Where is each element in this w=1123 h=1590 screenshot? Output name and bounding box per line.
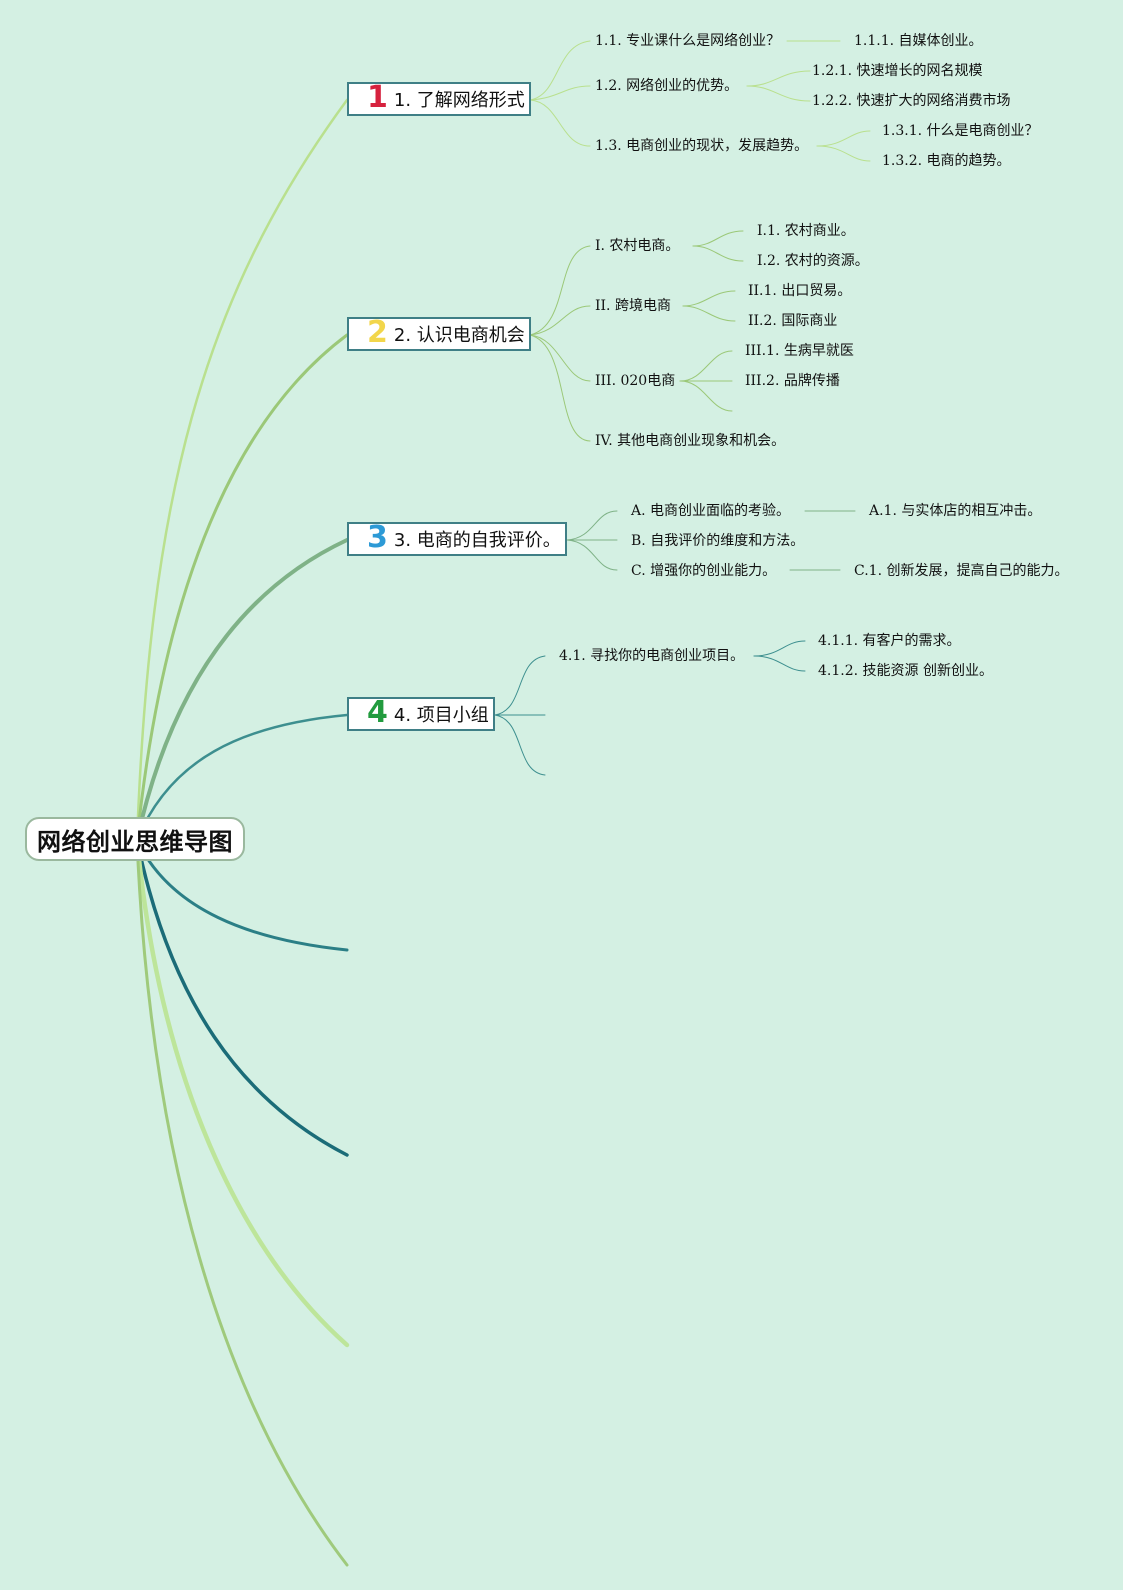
topic-3-links [566, 510, 856, 571]
topic-1-node[interactable]: 1 1. 了解网络形式 [347, 82, 531, 116]
node-1-1-1[interactable]: 1.1.1. 自媒体创业。 [854, 33, 983, 49]
topic-1-links [529, 40, 871, 162]
topic-4-label: 4. 项目小组 [393, 705, 489, 726]
number-4-icon: 4 [367, 695, 388, 730]
node-4-1-2[interactable]: 4.1.2. 技能资源 创新创业。 [818, 663, 993, 679]
node-2-3-1[interactable]: III.1. 生病早就医 [745, 343, 854, 359]
topic-2-label: 2. 认识电商机会 [393, 325, 525, 346]
node-1-1[interactable]: 1.1. 专业课什么是网络创业？ [595, 33, 781, 49]
node-4-1[interactable]: 4.1. 寻找你的电商创业项目。 [559, 648, 745, 664]
branch-line-8 [135, 838, 349, 1567]
topic-1-label: 1. 了解网络形式 [393, 90, 525, 111]
node-2-3-2[interactable]: III.2. 品牌传播 [745, 373, 840, 389]
node-2-1-1[interactable]: I.1. 农村商业。 [757, 223, 855, 239]
topic-3-node[interactable]: 3 3. 电商的自我评价。 [347, 522, 567, 556]
node-2-2[interactable]: II. 跨境电商 [595, 298, 671, 314]
node-1-3-2[interactable]: 1.3.2. 电商的趋势。 [882, 153, 1011, 169]
node-2-4[interactable]: IV. 其他电商创业现象和机会。 [595, 433, 786, 449]
branch-line-1 [135, 98, 349, 842]
node-2-1[interactable]: I. 农村电商。 [595, 238, 680, 254]
node-4-1-1[interactable]: 4.1.1. 有客户的需求。 [818, 633, 961, 649]
node-1-2-2[interactable]: 1.2.2. 快速扩大的网络消费市场 [812, 93, 1011, 109]
node-1-2[interactable]: 1.2. 网络创业的优势。 [595, 78, 739, 94]
node-1-3-1[interactable]: 1.3.1. 什么是电商创业？ [882, 123, 1039, 139]
topic-4-node[interactable]: 4 4. 项目小组 [347, 697, 495, 731]
branch-line-5 [135, 838, 349, 952]
node-3-3-1[interactable]: C.1. 创新发展，提高自己的能力。 [854, 563, 1069, 579]
node-1-3[interactable]: 1.3. 电商创业的现状，发展趋势。 [595, 138, 809, 154]
branch-line-6 [135, 838, 349, 1157]
topic-2-links [529, 230, 744, 442]
topic-4-links [494, 640, 806, 776]
node-2-1-2[interactable]: I.2. 农村的资源。 [757, 253, 869, 269]
number-2-icon: 2 [367, 315, 388, 350]
branch-line-3 [135, 538, 349, 842]
topic-2-node[interactable]: 2 2. 认识电商机会 [347, 317, 531, 351]
node-2-2-1[interactable]: II.1. 出口贸易。 [748, 283, 852, 299]
node-3-3[interactable]: C. 增强你的创业能力。 [631, 563, 777, 579]
node-2-2-2[interactable]: II.2. 国际商业 [748, 313, 838, 329]
branch-line-7 [134, 837, 350, 1348]
node-3-1[interactable]: A. 电商创业面临的考验。 [631, 503, 791, 519]
node-3-1-1[interactable]: A.1. 与实体店的相互冲击。 [869, 503, 1042, 519]
node-3-2[interactable]: B. 自我评价的维度和方法。 [631, 533, 805, 549]
number-3-icon: 3 [367, 520, 388, 555]
node-2-3[interactable]: III. 020电商 [595, 373, 676, 389]
branch-line-4 [135, 713, 349, 842]
root-node[interactable]: 网络创业思维导图 [25, 817, 245, 861]
topic-3-label: 3. 电商的自我评价。 [393, 530, 561, 551]
branch-line-2 [135, 333, 349, 842]
node-1-2-1[interactable]: 1.2.1. 快速增长的网名规模 [812, 63, 983, 79]
number-1-icon: 1 [367, 80, 388, 115]
